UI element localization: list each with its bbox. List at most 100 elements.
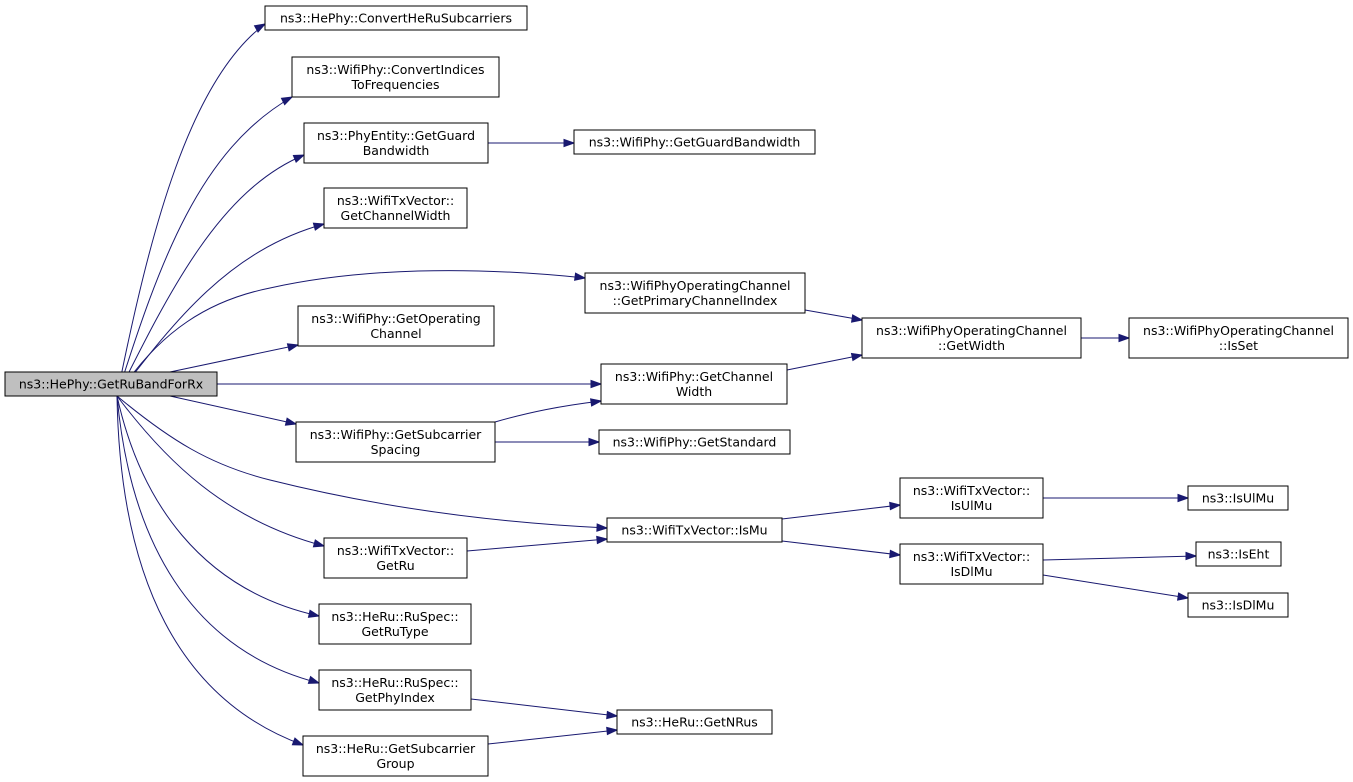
node-box[interactable]: [899, 477, 1044, 519]
node-box[interactable]: [323, 187, 468, 229]
node-label: ToFrequencies: [350, 77, 439, 92]
node-label: ns3::WifiTxVector::: [913, 549, 1030, 564]
edge-txIsUlMu-to-isUlMu: [1043, 493, 1190, 503]
edge-line: [781, 504, 901, 520]
arrowhead-icon: [1185, 551, 1198, 561]
node-label: IsUlMu: [951, 498, 993, 513]
node-opGetWidth[interactable]: ns3::WifiPhyOperatingChannel::GetWidth: [861, 317, 1082, 359]
node-label: ns3::WifiPhy::GetStandard: [613, 435, 777, 450]
node-txGetRu[interactable]: ns3::WifiTxVector::GetRu: [323, 537, 468, 579]
node-label: ns3::HePhy::ConvertHeRuSubcarriers: [280, 11, 512, 26]
arrowhead-icon: [589, 398, 603, 407]
node-box[interactable]: [861, 317, 1082, 359]
node-wpGuard[interactable]: ns3::WifiPhy::GetGuardBandwidth: [573, 129, 816, 155]
node-convertIdx[interactable]: ns3::WifiPhy::ConvertIndicesToFrequencie…: [291, 56, 500, 98]
node-label: ns3::WifiPhy::ConvertIndices: [306, 62, 484, 77]
edge-root-to-subSpacing: [169, 395, 298, 426]
edge-line: [116, 395, 325, 547]
node-label: ns3::HePhy::GetRuBandForRx: [19, 377, 203, 392]
node-box[interactable]: [1128, 317, 1349, 359]
node-box[interactable]: [291, 56, 500, 98]
node-box[interactable]: [598, 429, 791, 455]
arrowhead-icon: [292, 154, 306, 163]
arrowhead-icon: [253, 23, 267, 33]
edge-line: [470, 698, 618, 717]
node-box[interactable]: [318, 669, 472, 711]
node-box[interactable]: [323, 537, 468, 579]
call-nodes: ns3::HePhy::GetRuBandForRx ns3::HePhy::Co…: [4, 5, 1349, 777]
node-box[interactable]: [606, 517, 783, 543]
edge-root-to-wpChWidth: [217, 379, 603, 389]
node-box[interactable]: [573, 129, 816, 155]
node-isUlMu[interactable]: ns3::IsUlMu: [1187, 485, 1289, 511]
edge-line: [494, 400, 602, 423]
node-nrus[interactable]: ns3::HeRu::GetNRus: [616, 709, 773, 735]
node-box[interactable]: [1195, 541, 1282, 567]
edge-txIsMu-to-txIsDlMu: [781, 540, 902, 559]
node-label: Bandwidth: [363, 143, 430, 158]
arrowhead-icon: [286, 343, 300, 352]
node-txChWidth[interactable]: ns3::WifiTxVector::GetChannelWidth: [323, 187, 468, 229]
node-label: ns3::WifiTxVector::: [913, 483, 1030, 498]
edge-line: [466, 538, 608, 552]
node-label: ns3::WifiPhyOperatingChannel: [600, 278, 791, 293]
node-phyIndex[interactable]: ns3::HeRu::RuSpec::GetPhyIndex: [318, 669, 472, 711]
arrowhead-icon: [312, 539, 326, 548]
edge-line: [781, 540, 901, 556]
arrowhead-icon: [889, 501, 902, 511]
edge-subGroup-to-nrus: [487, 726, 619, 745]
arrowhead-icon: [307, 675, 321, 684]
node-label: ::GetWidth: [938, 338, 1005, 353]
node-box[interactable]: [1187, 485, 1289, 511]
node-convertHeRu[interactable]: ns3::HePhy::ConvertHeRuSubcarriers: [264, 5, 528, 31]
node-box[interactable]: [616, 709, 773, 735]
node-box[interactable]: [302, 735, 489, 777]
node-box[interactable]: [318, 603, 472, 645]
node-label: Group: [376, 756, 414, 771]
node-box: [4, 371, 218, 397]
edge-root-to-subGroup: [116, 395, 305, 746]
node-label: ns3::PhyEntity::GetGuard: [317, 128, 475, 143]
node-box[interactable]: [264, 5, 528, 31]
node-getStd[interactable]: ns3::WifiPhy::GetStandard: [598, 429, 791, 455]
node-box[interactable]: [584, 272, 806, 314]
node-label: GetChannelWidth: [341, 208, 451, 223]
edge-root-to-getOpCh: [169, 343, 300, 373]
node-box[interactable]: [1187, 592, 1289, 618]
node-txIsUlMu[interactable]: ns3::WifiTxVector::IsUlMu: [899, 477, 1044, 519]
node-box[interactable]: [899, 543, 1044, 585]
node-wpChWidth[interactable]: ns3::WifiPhy::GetChannelWidth: [600, 363, 788, 405]
node-peGuard[interactable]: ns3::PhyEntity::GetGuardBandwidth: [303, 122, 489, 164]
node-ruType[interactable]: ns3::HeRu::RuSpec::GetRuType: [318, 603, 472, 645]
node-txIsDlMu[interactable]: ns3::WifiTxVector::IsDlMu: [899, 543, 1044, 585]
arrowhead-icon: [850, 314, 864, 323]
node-label: Channel: [370, 326, 421, 341]
arrowhead-icon: [280, 96, 294, 106]
node-box[interactable]: [303, 122, 489, 164]
edge-root-to-peGuard: [116, 154, 306, 397]
node-isDlMu[interactable]: ns3::IsDlMu: [1187, 592, 1289, 618]
node-label: ns3::WifiTxVector::: [337, 193, 454, 208]
arrowhead-icon: [590, 379, 603, 389]
node-isEht[interactable]: ns3::IsEht: [1195, 541, 1282, 567]
node-label: ns3::WifiTxVector::IsMu: [621, 523, 767, 538]
node-txIsMu[interactable]: ns3::WifiTxVector::IsMu: [606, 517, 783, 543]
node-label: GetPhyIndex: [355, 690, 435, 705]
edge-opGetWidth-to-opIsSet: [1081, 333, 1131, 343]
node-primIdx[interactable]: ns3::WifiPhyOperatingChannel::GetPrimary…: [584, 272, 806, 314]
node-box[interactable]: [297, 305, 495, 347]
node-label: Width: [676, 384, 712, 399]
edge-line: [1042, 555, 1197, 561]
edge-line: [786, 354, 863, 371]
node-opIsSet[interactable]: ns3::WifiPhyOperatingChannel::IsSet: [1128, 317, 1349, 359]
node-box[interactable]: [600, 363, 788, 405]
arrowhead-icon: [596, 535, 609, 545]
edge-line: [116, 395, 320, 684]
node-box[interactable]: [295, 421, 496, 463]
node-label: ns3::WifiPhy::GetChannel: [615, 369, 773, 384]
arrowhead-icon: [850, 352, 864, 362]
